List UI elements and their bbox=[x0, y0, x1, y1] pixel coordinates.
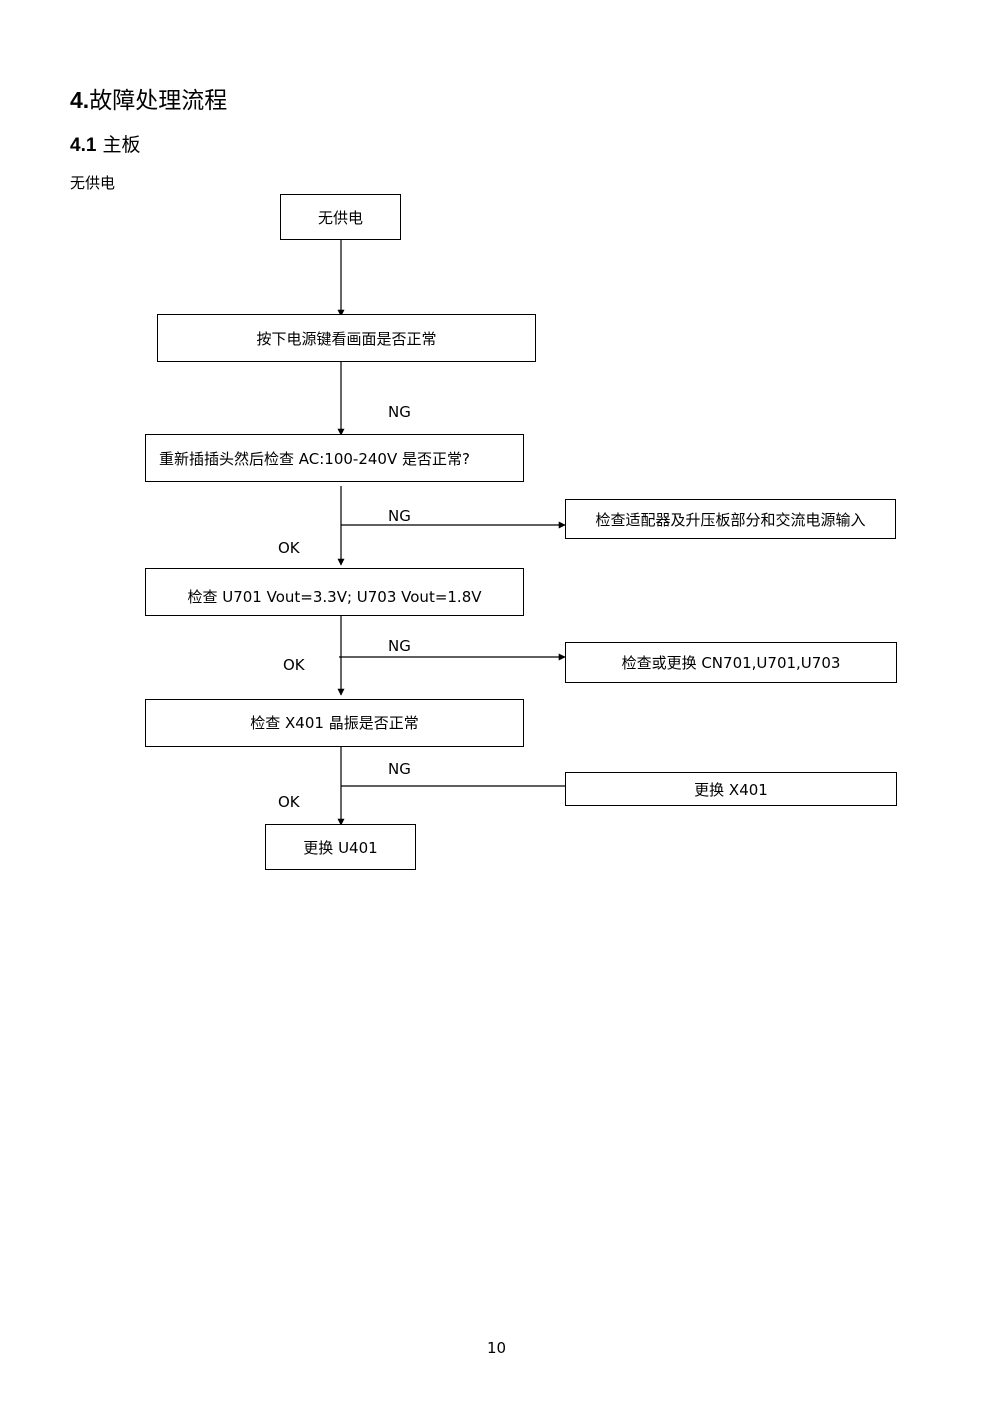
subsection-heading: 4.1 主板 bbox=[70, 133, 140, 158]
node-start: 无供电 bbox=[280, 194, 401, 240]
page-number: 10 bbox=[486, 1339, 507, 1357]
node-step1: 按下电源键看画面是否正常 bbox=[157, 314, 536, 362]
label-ng-step4: NG bbox=[388, 760, 411, 778]
node-step3: 检查 U701 Vout=3.3V; U703 Vout=1.8V bbox=[145, 568, 524, 616]
subsection-title: 主板 bbox=[96, 134, 141, 156]
label-ok-step4: OK bbox=[278, 793, 300, 811]
label-ng-step3: NG bbox=[388, 637, 411, 655]
node-step4-ng: 更换 X401 bbox=[565, 772, 897, 806]
node-step3-ng: 检查或更换 CN701,U701,U703 bbox=[565, 642, 897, 683]
label-ng-step1: NG bbox=[388, 403, 411, 421]
section-number: 4. bbox=[70, 87, 90, 113]
node-step2: 重新插插头然后检查 AC:100-240V 是否正常? bbox=[145, 434, 524, 482]
section-title: 故障处理流程 bbox=[89, 88, 228, 114]
node-step4: 检查 X401 晶振是否正常 bbox=[145, 699, 524, 747]
flowchart-caption: 无供电 bbox=[70, 174, 116, 192]
subsection-number: 4.1 bbox=[70, 135, 97, 156]
label-ng-step2: NG bbox=[388, 507, 411, 525]
label-ok-step2: OK bbox=[278, 539, 300, 557]
label-ok-step3: OK bbox=[283, 656, 305, 674]
section-heading: 4.故障处理流程 bbox=[70, 86, 227, 115]
node-end: 更换 U401 bbox=[265, 824, 416, 870]
node-step2-ng: 检查适配器及升压板部分和交流电源输入 bbox=[565, 499, 896, 539]
